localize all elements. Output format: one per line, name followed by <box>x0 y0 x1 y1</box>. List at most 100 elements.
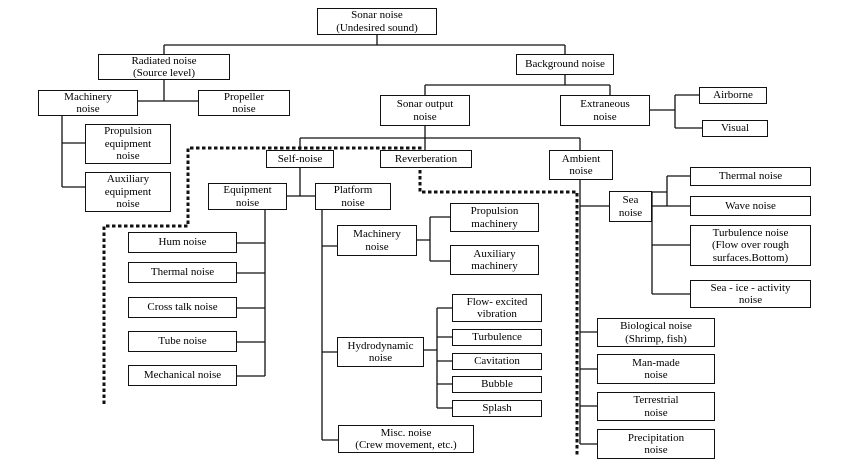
node-label-line: Precipitation <box>627 431 685 444</box>
node-label-line: Biological noise <box>620 320 692 332</box>
cavitation-box: Cavitation <box>452 353 542 370</box>
node-label-line: noise <box>235 196 260 209</box>
self-noise-box: Self-noise <box>266 150 334 168</box>
self-noise-dashed-boundary <box>102 146 579 456</box>
node-label-line: Auxiliary <box>473 247 516 260</box>
node-label-line: (Shrimp, fish) <box>625 332 687 345</box>
node-label-line: Thermal noise <box>718 170 783 183</box>
node-label-line: noise <box>413 110 437 123</box>
node-label-line: equipment <box>104 137 152 150</box>
node-label-line: Self-noise <box>277 152 323 165</box>
node-label-line: Hydrodynamic <box>347 339 414 352</box>
node-label-line: Sonar noise <box>351 9 403 21</box>
connector-line <box>163 34 566 54</box>
connector-line <box>287 168 315 197</box>
node-label-line: noise <box>368 352 393 364</box>
node-label-line: Ambient <box>561 152 601 165</box>
connector-line <box>237 210 266 377</box>
wave-noise-box: Wave noise <box>690 196 811 216</box>
node-label-line: surfaces.Bottom) <box>712 251 789 264</box>
node-label-line: Sea <box>622 194 639 206</box>
node-label-line: Background noise <box>525 58 605 71</box>
node-label-line: Platform <box>333 184 373 196</box>
node-label-line: Terrestrial <box>633 394 679 406</box>
connector-line <box>321 210 338 441</box>
node-label-line: noise <box>76 103 100 115</box>
node-label-line: (Source level) <box>133 67 195 79</box>
node-label-line: Splash <box>482 402 512 415</box>
node-label-line: Thermal noise <box>150 266 215 279</box>
misc-noise-box: Misc. noise(Crew movement, etc.) <box>338 425 474 453</box>
visual-box: Visual <box>702 120 768 137</box>
node-label-line: Propulsion <box>470 205 519 217</box>
connector-line <box>417 216 450 262</box>
node-label-line: Extraneous <box>580 98 630 110</box>
node-label-line: Propulsion <box>104 125 152 138</box>
node-label-line: Turbulence <box>472 331 522 344</box>
connector-line <box>61 116 85 188</box>
thermal-noise-equipment-box: Thermal noise <box>128 262 237 283</box>
node-label-line: Propeller <box>223 90 265 103</box>
node-label-line: vibration <box>477 308 517 320</box>
reverberation-box: Reverberation <box>380 150 472 168</box>
node-label-line: Radiated noise <box>131 54 197 67</box>
node-label-line: Flow- excited <box>466 295 528 308</box>
connector-line <box>424 307 452 409</box>
node-label-line: Airborne <box>713 89 753 102</box>
node-label-line: machinery <box>471 260 518 272</box>
node-label-line: Bubble <box>481 378 513 391</box>
node-label-line: Equipment <box>223 184 272 196</box>
node-label-line: Machinery <box>353 228 401 240</box>
connector-line <box>651 175 690 295</box>
mechanical-noise-box: Mechanical noise <box>128 365 237 386</box>
connector-line <box>299 126 581 150</box>
node-label-line: Machinery <box>64 90 112 103</box>
radiated-noise-box: Radiated noise(Source level) <box>98 54 230 80</box>
tube-noise-box: Tube noise <box>128 331 237 352</box>
node-label-line: machinery <box>471 217 518 230</box>
airborne-box: Airborne <box>699 87 767 104</box>
node-label-line: equipment <box>104 185 152 198</box>
node-label-line: Man-made <box>632 356 680 369</box>
node-label-line: Auxiliary <box>106 173 150 186</box>
connector-line <box>424 75 611 95</box>
background-noise-box: Background noise <box>516 54 614 75</box>
node-label-line: Turbulence noise <box>712 226 789 239</box>
node-label-line: (Crew movement, etc.) <box>355 439 457 451</box>
sonar-noise-box: Sonar noise(Undesired sound) <box>317 8 437 35</box>
node-label-line: Misc. noise <box>380 426 432 439</box>
node-label-line: Mechanical noise <box>143 369 222 382</box>
node-label-line: noise <box>116 198 140 211</box>
node-label-line: noise <box>116 150 140 163</box>
biological-noise-box: Biological noise(Shrimp, fish) <box>597 318 715 347</box>
node-label-line: (Undesired sound) <box>336 21 418 34</box>
node-label-line: noise <box>618 206 643 219</box>
node-label-line: Tube noise <box>158 335 207 348</box>
connector-line <box>650 94 702 129</box>
node-label-line: (Flow over rough <box>712 239 789 252</box>
connector-line <box>138 79 198 102</box>
splash-box: Splash <box>452 400 542 417</box>
bubble-box: Bubble <box>452 376 542 393</box>
node-label-line: Sonar output <box>396 98 454 110</box>
